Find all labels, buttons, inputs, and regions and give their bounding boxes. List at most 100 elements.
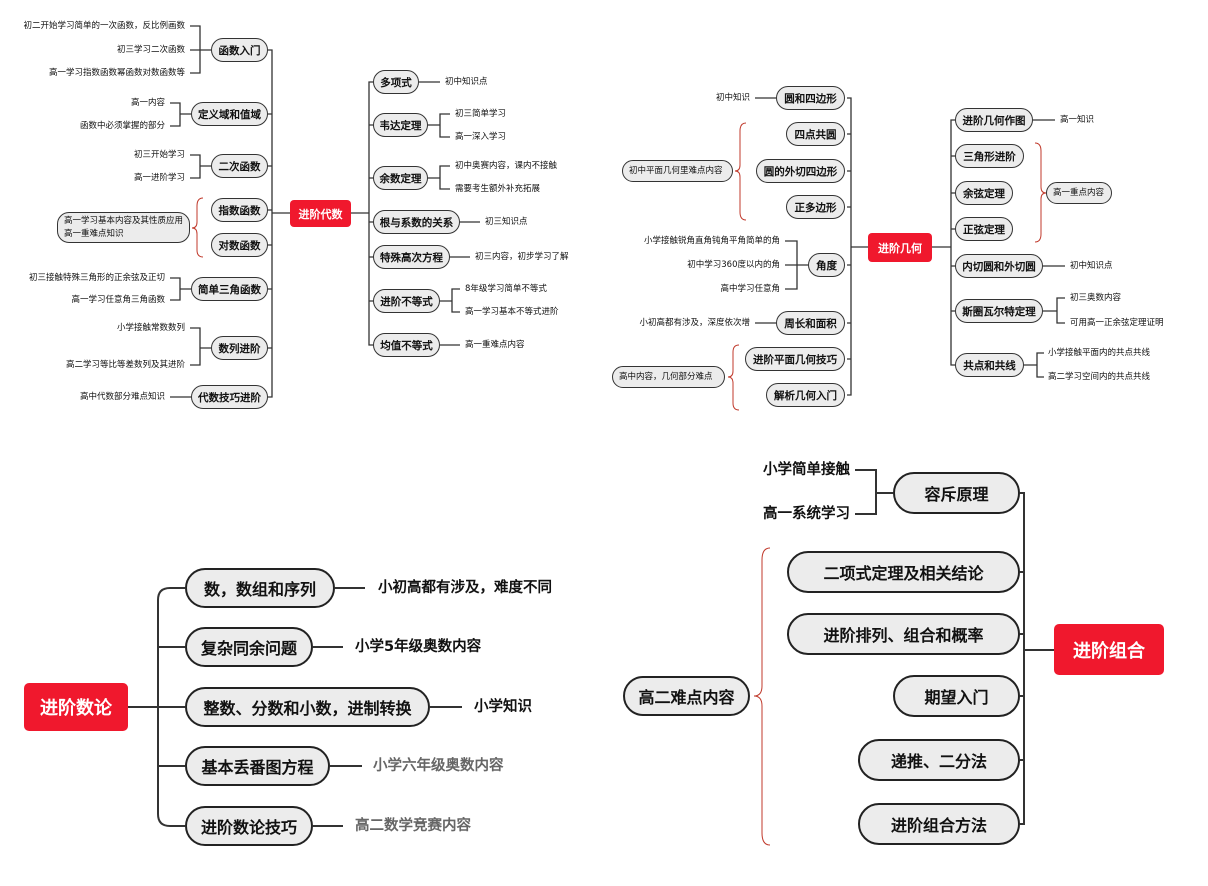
node-vieta[interactable]: 韦达定理	[373, 113, 428, 137]
note: 初中知识点	[1070, 261, 1113, 271]
note: 初二开始学习简单的一次函数，反比例画数	[23, 21, 185, 31]
note: 初中知识点	[445, 77, 488, 87]
node-analytic-geometry[interactable]: 解析几何入门	[766, 383, 845, 407]
node-sequences[interactable]: 数列进阶	[211, 336, 268, 360]
note: 初三奥数内容	[1070, 293, 1122, 303]
node-recursion-bisection[interactable]: 递推、二分法	[858, 739, 1020, 781]
note: 高一知识	[1060, 115, 1095, 125]
note: 高一学习基本不等式进阶	[465, 307, 559, 317]
brace	[753, 547, 771, 846]
node-stewart[interactable]: 斯圈瓦尔特定理	[955, 299, 1043, 323]
summary-line: 高一重点内容	[1053, 187, 1105, 198]
note: 高二学习等比等差数列及其进阶	[65, 360, 185, 370]
note: 函数中必须掌握的部分	[79, 121, 165, 131]
node-numbers-sequences[interactable]: 数，数组和序列	[185, 568, 335, 608]
node-inclusion-exclusion[interactable]: 容斥原理	[893, 472, 1020, 514]
note: 高一学习任意角三角函数	[71, 295, 165, 305]
summary-exp-log: 高一学习基本内容及其性质应用 高一重难点知识	[57, 212, 190, 243]
summary-plane-hard: 初中平面几何里难点内容	[622, 160, 733, 182]
node-function-intro[interactable]: 函数入门	[211, 38, 268, 62]
node-domain-range[interactable]: 定义域和值域	[191, 102, 268, 126]
number-theory-root[interactable]: 进阶数论	[24, 683, 128, 731]
note: 8年级学习简单不等式	[465, 284, 547, 294]
note: 高二数学竞赛内容	[355, 818, 471, 834]
node-congruence[interactable]: 复杂同余问题	[185, 627, 313, 667]
brace	[191, 197, 204, 258]
summary-g11-hard: 高二难点内容	[623, 676, 750, 716]
note: 高一学习指数函数幂函数对数函数等	[48, 68, 185, 78]
node-binomial[interactable]: 二项式定理及相关结论	[787, 551, 1020, 593]
node-concurrency-collinearity[interactable]: 共点和共线	[955, 353, 1024, 377]
node-perimeter-area[interactable]: 周长和面积	[776, 311, 845, 335]
note: 初三学习二次函数	[116, 45, 185, 55]
note: 高中代数部分难点知识	[79, 392, 165, 402]
note: 小学接触平面内的共点共线	[1048, 348, 1151, 358]
summary-line: 高中内容，几何部分难点	[619, 371, 713, 382]
node-logarithm[interactable]: 对数函数	[211, 233, 268, 257]
note: 初中知识	[715, 93, 750, 103]
note: 初中奥赛内容，课内不接触	[455, 161, 558, 171]
note: 小学接触常数数列	[116, 323, 185, 333]
note: 初三知识点	[485, 217, 528, 227]
node-combinatorial-methods[interactable]: 进阶组合方法	[858, 803, 1020, 845]
combinatorics-root[interactable]: 进阶组合	[1054, 624, 1164, 675]
node-triangle-advanced[interactable]: 三角形进阶	[955, 144, 1024, 168]
node-permutation-probability[interactable]: 进阶排列、组合和概率	[787, 613, 1020, 655]
node-higher-equations[interactable]: 特殊高次方程	[373, 245, 450, 269]
node-roots-coefficients[interactable]: 根与系数的关系	[373, 210, 460, 234]
note: 需要考生额外补充拓展	[455, 184, 541, 194]
node-expectation[interactable]: 期望入门	[893, 675, 1020, 717]
geometry-root[interactable]: 进阶几何	[868, 233, 932, 262]
node-trig[interactable]: 简单三角函数	[191, 277, 268, 301]
note: 初三简单学习	[455, 109, 507, 119]
node-construction[interactable]: 进阶几何作图	[955, 108, 1033, 132]
brace	[1034, 142, 1047, 243]
note: 初三开始学习	[133, 150, 185, 160]
note: 高一深入学习	[455, 132, 507, 142]
summary-line: 高一学习基本内容及其性质应用	[64, 215, 184, 226]
node-remainder[interactable]: 余数定理	[373, 166, 428, 190]
node-diophantine[interactable]: 基本丢番图方程	[185, 746, 330, 786]
node-mean-inequality[interactable]: 均值不等式	[373, 333, 440, 357]
node-law-of-cosines[interactable]: 余弦定理	[955, 181, 1013, 205]
summary-line: 高一重难点知识	[64, 228, 124, 239]
node-quadratic[interactable]: 二次函数	[211, 154, 268, 178]
node-exponential[interactable]: 指数函数	[211, 198, 268, 222]
note: 高一进阶学习	[133, 173, 185, 183]
node-inequalities[interactable]: 进阶不等式	[373, 289, 440, 313]
node-concyclic[interactable]: 四点共圆	[786, 122, 845, 146]
note: 小学简单接触	[763, 462, 850, 478]
note: 初三接触特殊三角形的正余弦及正切	[28, 273, 165, 283]
node-algebra-tricks[interactable]: 代数技巧进阶	[191, 385, 268, 409]
note: 小初高都有涉及，难度不同	[378, 580, 552, 596]
note: 小学接触锐角直角钝角平角简单的角	[643, 236, 780, 246]
node-nt-techniques[interactable]: 进阶数论技巧	[185, 806, 313, 846]
summary-g10-key: 高一重点内容	[1046, 182, 1112, 204]
brace	[727, 344, 740, 411]
note: 小学六年级奥数内容	[373, 758, 504, 774]
node-circle-quad[interactable]: 圆和四边形	[776, 86, 845, 110]
note: 可用高一正余弦定理证明	[1070, 318, 1164, 328]
node-law-of-sines[interactable]: 正弦定理	[955, 217, 1013, 241]
note: 初三内容，初步学习了解	[475, 252, 569, 262]
node-tangential-quad[interactable]: 圆的外切四边形	[756, 159, 845, 183]
algebra-root[interactable]: 进阶代数	[290, 200, 351, 227]
node-incircle-excircle[interactable]: 内切圆和外切圆	[955, 254, 1043, 278]
brace	[734, 122, 747, 221]
note: 高一内容	[130, 98, 165, 108]
node-plane-techniques[interactable]: 进阶平面几何技巧	[745, 347, 845, 371]
node-base-conversion[interactable]: 整数、分数和小数，进制转换	[185, 687, 430, 727]
note: 初中学习360度以内的角	[687, 260, 780, 270]
node-regular-polygon[interactable]: 正多边形	[786, 195, 845, 219]
node-polynomial[interactable]: 多项式	[373, 70, 419, 94]
note: 小初高都有涉及，深度依次增	[639, 318, 750, 328]
note: 高一系统学习	[763, 506, 850, 522]
node-angle[interactable]: 角度	[808, 253, 845, 277]
note: 高中学习任意角	[720, 284, 780, 294]
note: 高二学习空间内的共点共线	[1048, 372, 1151, 382]
summary-hs-geometry: 高中内容，几何部分难点	[612, 366, 725, 388]
note: 高一重难点内容	[465, 340, 525, 350]
note: 小学知识	[474, 699, 532, 715]
